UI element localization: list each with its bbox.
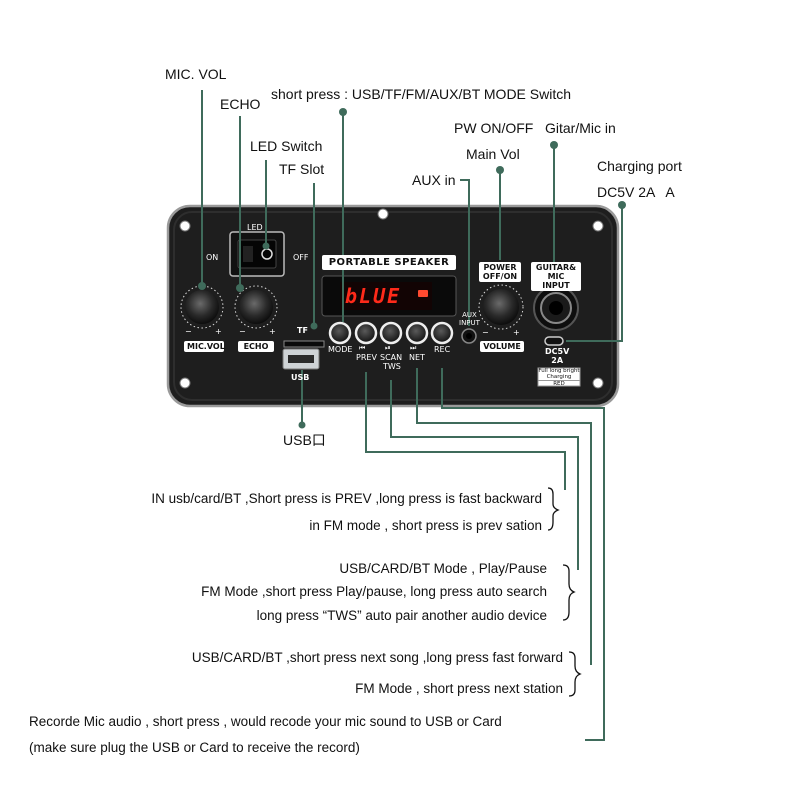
callout-dc5v-suffix: A [665, 184, 675, 200]
panel-mic-vol-plus: + [215, 327, 222, 336]
panel-mic-vol-minus: − [185, 327, 192, 336]
panel-prev-icon: ⏮ [359, 344, 366, 352]
tf-slot[interactable] [283, 340, 325, 348]
note-prev-line1: IN usb/card/BT ,Short press is PREV ,lon… [151, 491, 542, 506]
panel-dc5v-label: DC5V 2A [545, 347, 569, 365]
panel-title: PORTABLE SPEAKER [322, 255, 456, 270]
guitar-mic-jack[interactable] [533, 285, 579, 331]
next-button[interactable] [405, 321, 429, 345]
callout-echo: ECHO [220, 96, 261, 112]
panel-prev-label: PREV [356, 353, 377, 362]
panel-play-icon: ⏯ [385, 344, 391, 352]
panel-mic-vol-label: MIC.VOL [184, 341, 225, 352]
mount-hole [179, 220, 191, 232]
panel-mode-label: MODE [328, 345, 353, 354]
leader-lines [201, 90, 623, 741]
panel-power-line1: POWER [483, 263, 517, 272]
usb-port[interactable] [282, 348, 320, 370]
mic-vol-knob[interactable] [180, 285, 224, 329]
callout-charging-port: Charging port [597, 158, 682, 174]
panel-tf-label: TF [297, 326, 308, 335]
panel-echo-minus: − [239, 327, 246, 336]
note-play-line2: FM Mode ,short press Play/pause, long pr… [201, 584, 547, 599]
panel-echo-label: ECHO [238, 341, 274, 352]
callout-led-switch: LED Switch [250, 138, 323, 154]
callout-usb: USB口 [283, 432, 326, 448]
prev-button[interactable] [354, 321, 378, 345]
panel-charge-line1: Full long bright [538, 368, 580, 374]
panel-guitar-label: GUITAR& MIC INPUT [531, 262, 581, 291]
panel-usb-label: USB [291, 373, 310, 382]
note-rec-line2: (make sure plug the USB or Card to recei… [29, 740, 360, 755]
callout-dc5v: DC5V 2A A [597, 184, 675, 200]
rec-button[interactable] [430, 321, 454, 345]
volume-knob[interactable] [478, 284, 524, 330]
aux-input-jack[interactable] [461, 328, 477, 344]
display-indicator [418, 290, 428, 297]
mount-hole [592, 377, 604, 389]
callout-main-vol: Main Vol [466, 146, 520, 162]
panel-volume-label: VOLUME [480, 341, 524, 352]
display-text: bLUE [345, 284, 402, 308]
panel-next-label: NET [409, 353, 425, 362]
panel-charge-text: Full long bright Charging RED [538, 368, 580, 387]
dc-charging-port[interactable] [544, 336, 564, 346]
panel-volume-minus: − [482, 328, 489, 337]
panel-dc5v-line1: DC5V [545, 347, 570, 356]
note-prev-line2: in FM mode , short press is prev sation [309, 518, 542, 533]
panel-tws-label: TWS [383, 362, 401, 371]
note-rec-line1: Recorde Mic audio , short press , would … [29, 714, 502, 729]
panel-aux-line2: INPUT [459, 319, 480, 327]
panel-rec-label: REC [434, 345, 451, 354]
display-window [321, 275, 457, 317]
panel-dc5v-line2: 2A [551, 356, 564, 365]
callout-gitar-mic-in: Gitar/Mic in [545, 120, 616, 136]
panel-scan-label: SCAN [380, 353, 403, 362]
note-play-line3: long press “TWS” auto pair another audio… [256, 608, 547, 623]
callout-short-press: short press : USB/TF/FM/AUX/BT MODE Swit… [271, 86, 572, 102]
note-play-line1: USB/CARD/BT Mode , Play/Pause [339, 561, 547, 576]
braces [547, 487, 582, 697]
panel-led-label: LED [247, 223, 263, 232]
panel-aux-line1: AUX [462, 311, 477, 319]
callout-aux-in: AUX in [412, 172, 456, 188]
leader-dots [198, 108, 626, 429]
mount-hole [377, 208, 389, 220]
panel-on-label: ON [206, 253, 219, 262]
panel-aux-input-label: AUX INPUT [459, 311, 480, 327]
panel-power-label: POWER OFF/ON [479, 262, 521, 282]
callout-pw-on-off: PW ON/OFF [454, 120, 534, 136]
panel-next-icon: ⏭ [410, 344, 417, 352]
panel-guitar-line1: GUITAR& [535, 263, 577, 272]
mount-hole [179, 377, 191, 389]
led-switch[interactable] [229, 231, 285, 277]
panel-off-label: OFF [293, 253, 309, 262]
panel-volume-plus: + [513, 328, 520, 337]
panel-charge-line2: Charging [546, 374, 572, 380]
panel-echo-plus: + [269, 327, 276, 336]
echo-knob[interactable] [234, 285, 278, 329]
panel-power-line2: OFF/ON [482, 272, 518, 281]
callout-tf-slot: TF Slot [279, 161, 325, 177]
panel-guitar-line2: MIC INPUT [542, 272, 570, 290]
charge-indicator-box [537, 367, 581, 387]
callout-mic-vol: MIC. VOL [165, 66, 227, 82]
callout-dc5v-text: DC5V 2A [597, 184, 656, 200]
note-next-line2: FM Mode , short press next station [355, 681, 563, 696]
panel-charge-line3: RED [538, 380, 580, 387]
play-pause-button[interactable] [379, 321, 403, 345]
mount-hole [592, 220, 604, 232]
mode-button[interactable] [328, 321, 352, 345]
note-next-line1: USB/CARD/BT ,short press next song ,long… [191, 650, 563, 665]
